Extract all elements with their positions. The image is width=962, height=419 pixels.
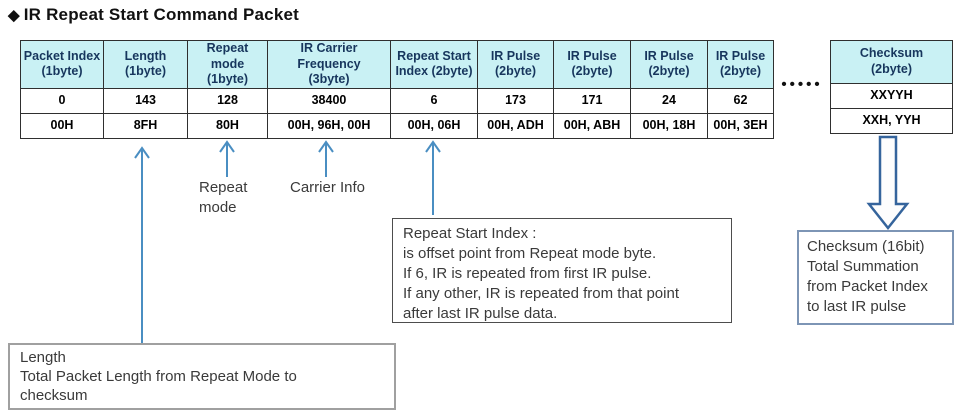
repeat-start-index-callout: Repeat Start Index : is offset point fro… [392, 218, 732, 323]
packet-table-value-cell: 24 [630, 87, 708, 114]
repeat-mode-label: Repeat mode [199, 179, 248, 216]
checksum-callout: Checksum (16bit) Total Summation from Pa… [797, 230, 954, 325]
checksum-table: Checksum (2byte) XXYYH XXH, YYH [830, 40, 953, 134]
packet-table-hex-cell: 00H, 96H, 00H [267, 112, 391, 139]
carrier-info-label: Carrier Info [290, 179, 366, 196]
packet-table: Packet Index (1byte)Length (1byte)Repeat… [20, 40, 774, 139]
diamond-bullet-icon: ◆ [8, 7, 20, 24]
packet-table-header-cell: IR Pulse (2byte) [707, 40, 774, 89]
packet-table-value-cell: 38400 [267, 87, 391, 114]
packet-table-header-cell: IR Pulse (2byte) [553, 40, 631, 89]
continuation-dots: ••••• [781, 76, 823, 93]
packet-table-header-cell: IR Carrier Frequency (3byte) [267, 40, 391, 89]
length-callout: Length Total Packet Length from Repeat M… [8, 343, 396, 410]
packet-table-value-cell: 62 [707, 87, 774, 114]
repeat-start-arrow [425, 140, 441, 215]
checksum-hex-row: XXH, YYH [830, 108, 953, 134]
packet-table-value-cell: 171 [553, 87, 631, 114]
packet-table-value-cell: 0 [20, 87, 104, 114]
length-arrow [134, 146, 150, 343]
checksum-value-cell: XXYYH [830, 83, 953, 109]
page-title-text: IR Repeat Start Command Packet [23, 5, 299, 24]
packet-table-hex-cell: 00H, ADH [477, 112, 554, 139]
repeat-mode-arrow [219, 140, 235, 177]
packet-table-value-cell: 143 [103, 87, 188, 114]
packet-table-header-cell: Length (1byte) [103, 40, 188, 89]
packet-table-hex-cell: 00H, 3EH [707, 112, 774, 139]
packet-table-header-cell: IR Pulse (2byte) [630, 40, 708, 89]
page-title: ◆IR Repeat Start Command Packet [8, 5, 299, 25]
checksum-header-row: Checksum (2byte) [830, 40, 953, 84]
packet-table-hex-cell: 00H, ABH [553, 112, 631, 139]
checksum-value-row: XXYYH [830, 83, 953, 109]
packet-table-value-cell: 173 [477, 87, 554, 114]
packet-table-header-cell: Repeat Start Index (2byte) [390, 40, 478, 89]
packet-table-value-cell: 128 [187, 87, 268, 114]
packet-table-hex-cell: 00H, 18H [630, 112, 708, 139]
packet-table-header-row: Packet Index (1byte)Length (1byte)Repeat… [20, 40, 774, 89]
packet-table-value-cell: 6 [390, 87, 478, 114]
checksum-hex-cell: XXH, YYH [830, 108, 953, 134]
packet-table-header-cell: Packet Index (1byte) [20, 40, 104, 89]
carrier-info-arrow [318, 140, 334, 177]
packet-table-hex-cell: 80H [187, 112, 268, 139]
checksum-block-arrow-icon [866, 135, 910, 231]
packet-table-hex-cell: 00H [20, 112, 104, 139]
packet-table-header-cell: IR Pulse (2byte) [477, 40, 554, 89]
checksum-header-cell: Checksum (2byte) [830, 40, 953, 84]
packet-table-hex-cell: 8FH [103, 112, 188, 139]
packet-table-header-cell: Repeat mode (1byte) [187, 40, 268, 89]
packet-table-hex-cell: 00H, 06H [390, 112, 478, 139]
